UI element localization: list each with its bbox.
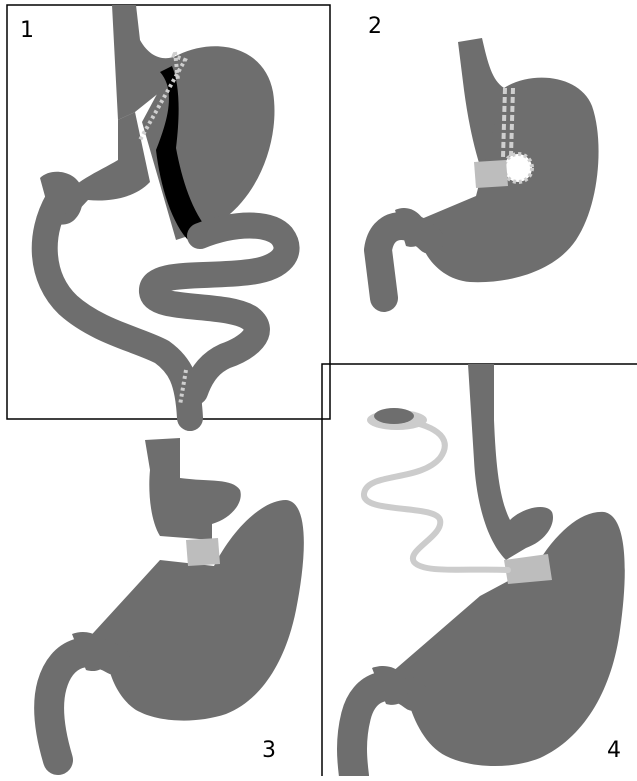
panel-4-band bbox=[504, 554, 552, 584]
panel-4-access-port bbox=[374, 408, 414, 424]
panel-3-pylorus-duodenum bbox=[49, 652, 115, 760]
panel-4-pylorus-duodenum bbox=[352, 686, 414, 776]
panel-2-gastric-window bbox=[504, 154, 532, 182]
panel-2-vertical-banded-gastroplasty bbox=[378, 38, 599, 298]
panel-2-band bbox=[474, 160, 508, 188]
panel-4-label: 4 bbox=[607, 740, 621, 762]
panel-4-esophagus bbox=[468, 364, 553, 560]
panel-1-common-channel bbox=[190, 380, 192, 420]
panel-1-label: 1 bbox=[20, 20, 34, 42]
panel-3-gastric-band bbox=[49, 438, 304, 760]
panel-1-gastric-bypass bbox=[7, 5, 330, 420]
panel-2-label: 2 bbox=[368, 16, 382, 38]
panel-3-label: 3 bbox=[262, 740, 276, 762]
panel-3-band bbox=[186, 538, 220, 566]
panel-3-esophagus bbox=[145, 438, 241, 540]
panel-4-gastric-band-with-port bbox=[322, 364, 637, 776]
